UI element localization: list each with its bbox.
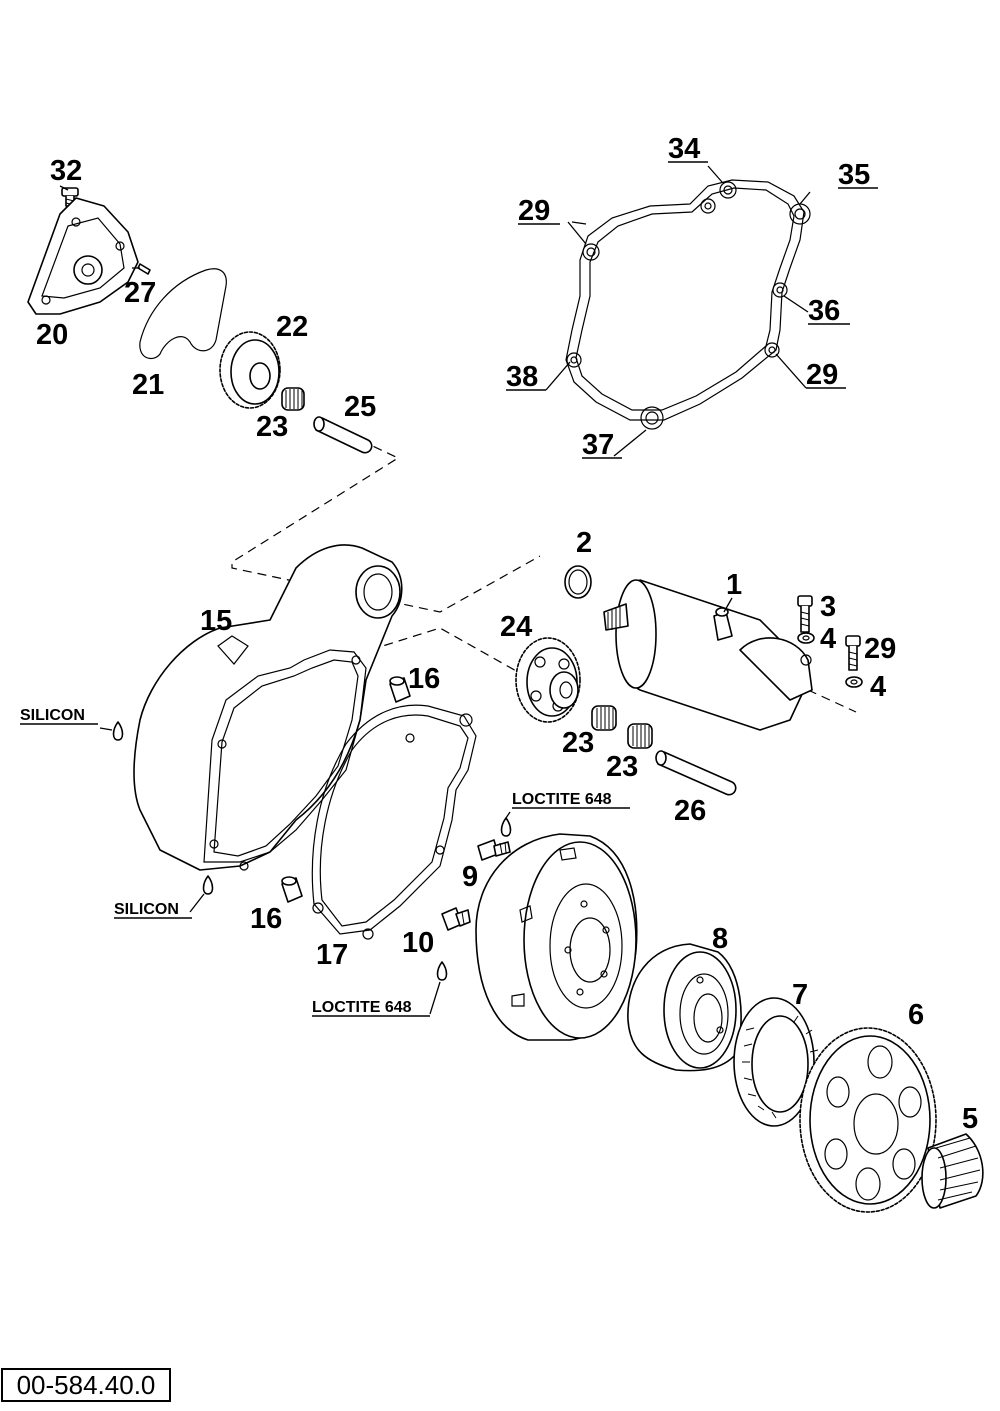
part-16-dowel-lower	[281, 876, 303, 903]
part-4-washer-lower	[845, 676, 863, 688]
sealant-drop-loctite-bottom	[436, 961, 448, 981]
label-7: 7	[792, 979, 808, 1011]
part-1-starter-motor	[603, 579, 813, 731]
part-number-labels: 32 27 20 21 22 23 25 34 35 29 36 38 29 3…	[36, 133, 978, 1135]
part-26-shaft	[655, 750, 737, 796]
label-2: 2	[576, 527, 592, 559]
part-24-gear	[515, 637, 581, 723]
sealant-notes: SILICON SILICON LOCTITE 648 LOCTITE 648	[20, 707, 612, 1016]
part-21-gasket	[139, 268, 227, 360]
part-23-needle-bearing-upper	[281, 387, 305, 411]
label-34: 34	[668, 133, 700, 165]
part-25-shaft	[313, 416, 373, 454]
label-26: 26	[674, 795, 706, 827]
part-7-freewheel	[733, 997, 819, 1127]
sealant-drop-silicon-top	[112, 721, 124, 741]
label-35: 35	[838, 159, 870, 191]
number-underlines	[506, 161, 878, 459]
part-29-bolt	[845, 635, 861, 671]
label-16-lower: 16	[250, 903, 282, 935]
label-25: 25	[344, 391, 376, 423]
part-4-washer-upper	[797, 632, 815, 644]
note-loctite-bottom: LOCTITE 648	[312, 999, 412, 1016]
label-20: 20	[36, 319, 68, 351]
label-1: 1	[726, 569, 742, 601]
part-23-needle-bearing-right	[627, 723, 653, 749]
part-5-needle-bearing	[921, 1133, 984, 1209]
label-36: 36	[808, 295, 840, 327]
label-3: 3	[820, 591, 836, 623]
part-10-screw	[441, 907, 471, 931]
label-37: 37	[582, 429, 614, 461]
label-17: 17	[316, 939, 348, 971]
part-22-gear	[219, 331, 281, 409]
part-15-ignition-cover	[133, 544, 403, 871]
part-3-bolt	[797, 595, 813, 633]
label-27: 27	[124, 277, 156, 309]
diagram-reference-code: 00-584.40.0	[1, 1368, 171, 1402]
label-24: 24	[500, 611, 532, 643]
label-8: 8	[712, 923, 728, 955]
label-10: 10	[402, 927, 434, 959]
leader-lines	[59, 165, 811, 1015]
part-17-gasket	[311, 704, 477, 940]
label-6: 6	[908, 999, 924, 1031]
sealant-drop-loctite-top	[500, 817, 512, 837]
label-23-upper: 23	[256, 411, 288, 443]
label-16-upper: 16	[408, 663, 440, 695]
label-4-upper: 4	[820, 623, 836, 655]
label-21: 21	[132, 369, 164, 401]
note-silicon-bottom: SILICON	[114, 901, 179, 918]
label-9: 9	[462, 861, 478, 893]
gasket-cover-upper	[565, 179, 811, 430]
note-loctite-top: LOCTITE 648	[512, 791, 612, 808]
label-29-gasket-top: 29	[518, 195, 550, 227]
label-5: 5	[962, 1103, 978, 1135]
note-underlines	[20, 723, 630, 1017]
label-22: 22	[276, 311, 308, 343]
label-15: 15	[200, 605, 232, 637]
label-23-right: 23	[606, 751, 638, 783]
label-32: 32	[50, 155, 82, 187]
label-23-left: 23	[562, 727, 594, 759]
part-6-large-gear	[799, 1027, 937, 1213]
label-29-gasket-bottom: 29	[806, 359, 838, 391]
sealant-drop-silicon-bottom	[202, 875, 214, 895]
part-27-pin	[137, 263, 151, 275]
label-29-bolt: 29	[864, 633, 896, 665]
part-23-needle-bearing-left	[591, 705, 617, 731]
part-16-dowel-upper	[389, 676, 411, 703]
label-38: 38	[506, 361, 538, 393]
label-4-lower: 4	[870, 671, 886, 703]
part-9-screw	[477, 839, 511, 861]
part-8-clutch-housing	[627, 943, 742, 1072]
part-20-pump-cover	[27, 197, 139, 315]
flywheel-rotor	[475, 833, 638, 1041]
part-2-o-ring	[564, 565, 592, 599]
note-silicon-top: SILICON	[20, 707, 85, 724]
